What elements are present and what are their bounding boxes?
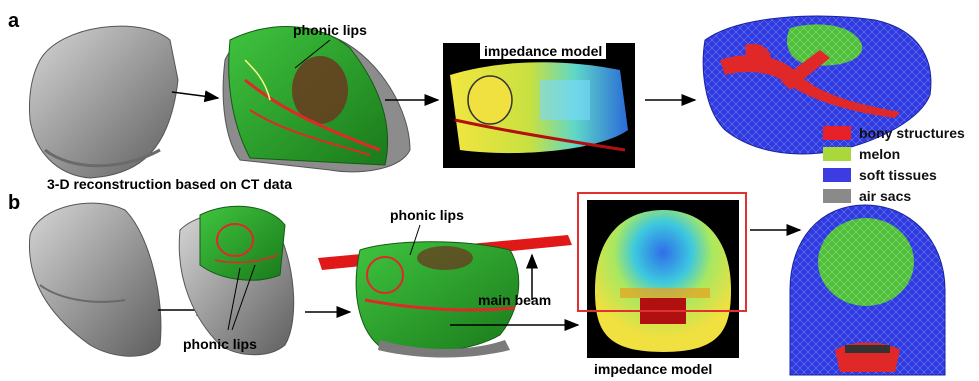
legend-item-air-sacs: air sacs — [823, 187, 911, 205]
panel-label-a: a — [8, 10, 19, 33]
legend: bony structures melon soft tissues air s… — [823, 124, 979, 214]
legend-swatch — [823, 168, 851, 182]
a-impedance-model-label: impedance model — [480, 43, 606, 59]
legend-item-soft-tissues: soft tissues — [823, 166, 937, 184]
legend-label: bony structures — [859, 125, 965, 141]
legend-item-bony-structures: bony structures — [823, 124, 965, 142]
panel-label-b: b — [8, 192, 20, 215]
a-arrow-1 — [172, 92, 218, 98]
legend-label: melon — [859, 146, 900, 162]
b-phonic-lips-top-label: phonic lips — [390, 207, 464, 223]
b-main-beam-label: main beam — [478, 292, 551, 308]
legend-swatch — [823, 147, 851, 161]
legend-label: soft tissues — [859, 167, 937, 183]
b-fem-melon — [818, 218, 914, 306]
a-phonic-lips-label: phonic lips — [293, 22, 367, 38]
legend-swatch — [823, 189, 851, 203]
legend-swatch — [823, 126, 851, 140]
a-reconstruction-caption: 3-D reconstruction based on CT data — [47, 176, 292, 192]
b-phonic-lips-bottom-label: phonic lips — [183, 336, 257, 352]
legend-label: air sacs — [859, 188, 911, 204]
legend-item-melon: melon — [823, 145, 900, 163]
b-ct-reconstruction-head — [29, 203, 161, 356]
b-impedance-model-label: impedance model — [594, 361, 712, 377]
